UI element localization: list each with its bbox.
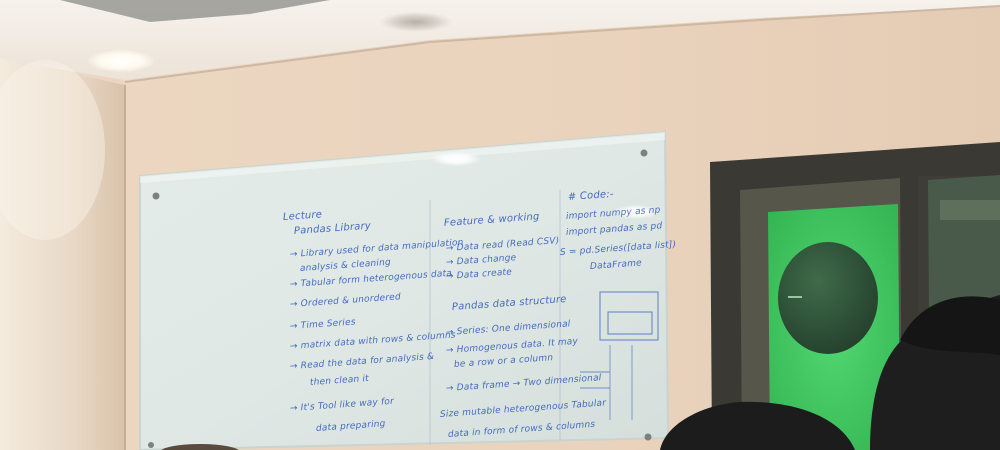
ceiling-light (88, 50, 154, 72)
ceiling-smoke-detector (380, 12, 452, 32)
light-reflection (432, 152, 480, 166)
light-reflection (614, 205, 658, 219)
